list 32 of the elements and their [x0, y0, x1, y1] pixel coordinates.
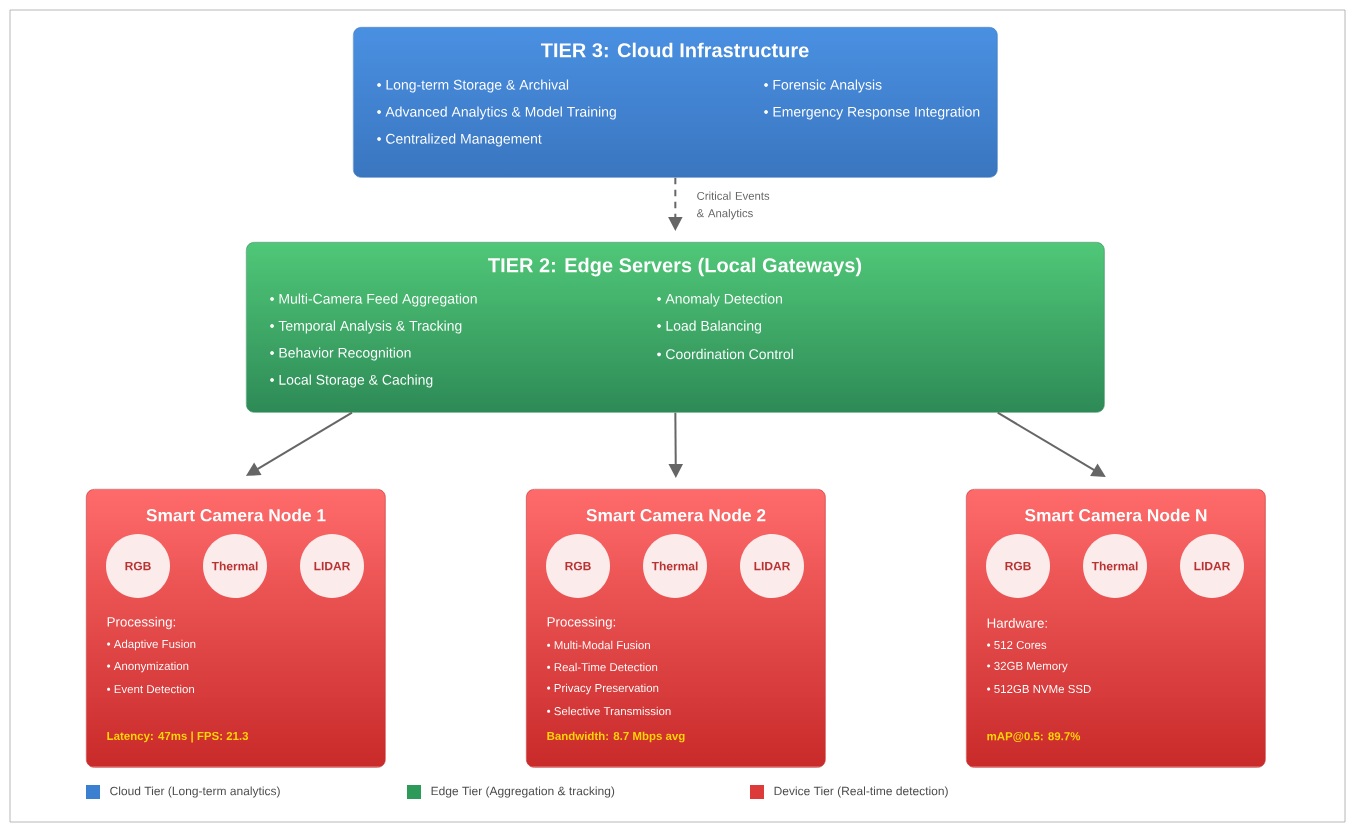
bullet-item: • Event Detection: [107, 684, 194, 694]
bullet-item: • Coordination Control: [657, 348, 793, 360]
metric-text: Bandwidth: 8.7 Mbps avg: [547, 731, 685, 743]
section-heading: Hardware:: [987, 618, 1047, 628]
bullet-item: • Privacy Preservation: [547, 683, 659, 695]
bullet-item: • Long-term Storage & Archival: [377, 79, 569, 93]
bullet-item: • Centralized Management: [377, 133, 542, 147]
section-heading: Processing:: [547, 616, 616, 630]
bullet-item: • Temporal Analysis & Tracking: [270, 320, 462, 334]
bullet-item: • Multi-Camera Feed Aggregation: [270, 293, 477, 307]
legend-label: Edge Tier (Aggregation & tracking): [431, 786, 615, 798]
section-heading: Processing:: [107, 616, 176, 630]
bullet-item: • Load Balancing: [657, 320, 761, 334]
bullet-item: • Selective Transmission: [547, 706, 671, 716]
bullet-item: • 512 Cores: [987, 640, 1047, 650]
bullet-item: • 512GB NVMe SSD: [987, 684, 1091, 694]
bullet-item: • Behavior Recognition: [270, 347, 411, 361]
bullet-item: • Real-Time Detection: [547, 662, 658, 672]
bullet-item: • 32GB Memory: [987, 661, 1068, 673]
metric-text: mAP@0.5: 89.7%: [987, 732, 1081, 742]
edge-label: Critical Events & Analytics: [697, 191, 770, 220]
bullet-item: • Adaptive Fusion: [107, 639, 196, 651]
bullet-item: • Multi-Modal Fusion: [547, 640, 650, 650]
bullet-item: • Anonymization: [107, 661, 189, 673]
metric-text: Latency: 47ms | FPS: 21.3: [107, 731, 249, 743]
legend-label: Device Tier (Real-time detection): [774, 786, 948, 798]
bullet-item: • Emergency Response Integration: [764, 106, 980, 120]
legend-label: Cloud Tier (Long-term analytics): [110, 786, 280, 798]
bullet-item: • Advanced Analytics & Model Training: [377, 106, 616, 120]
bullet-item: • Local Storage & Caching: [270, 374, 433, 388]
bullet-item: • Forensic Analysis: [764, 79, 882, 93]
bullet-item: • Anomaly Detection: [657, 293, 782, 307]
